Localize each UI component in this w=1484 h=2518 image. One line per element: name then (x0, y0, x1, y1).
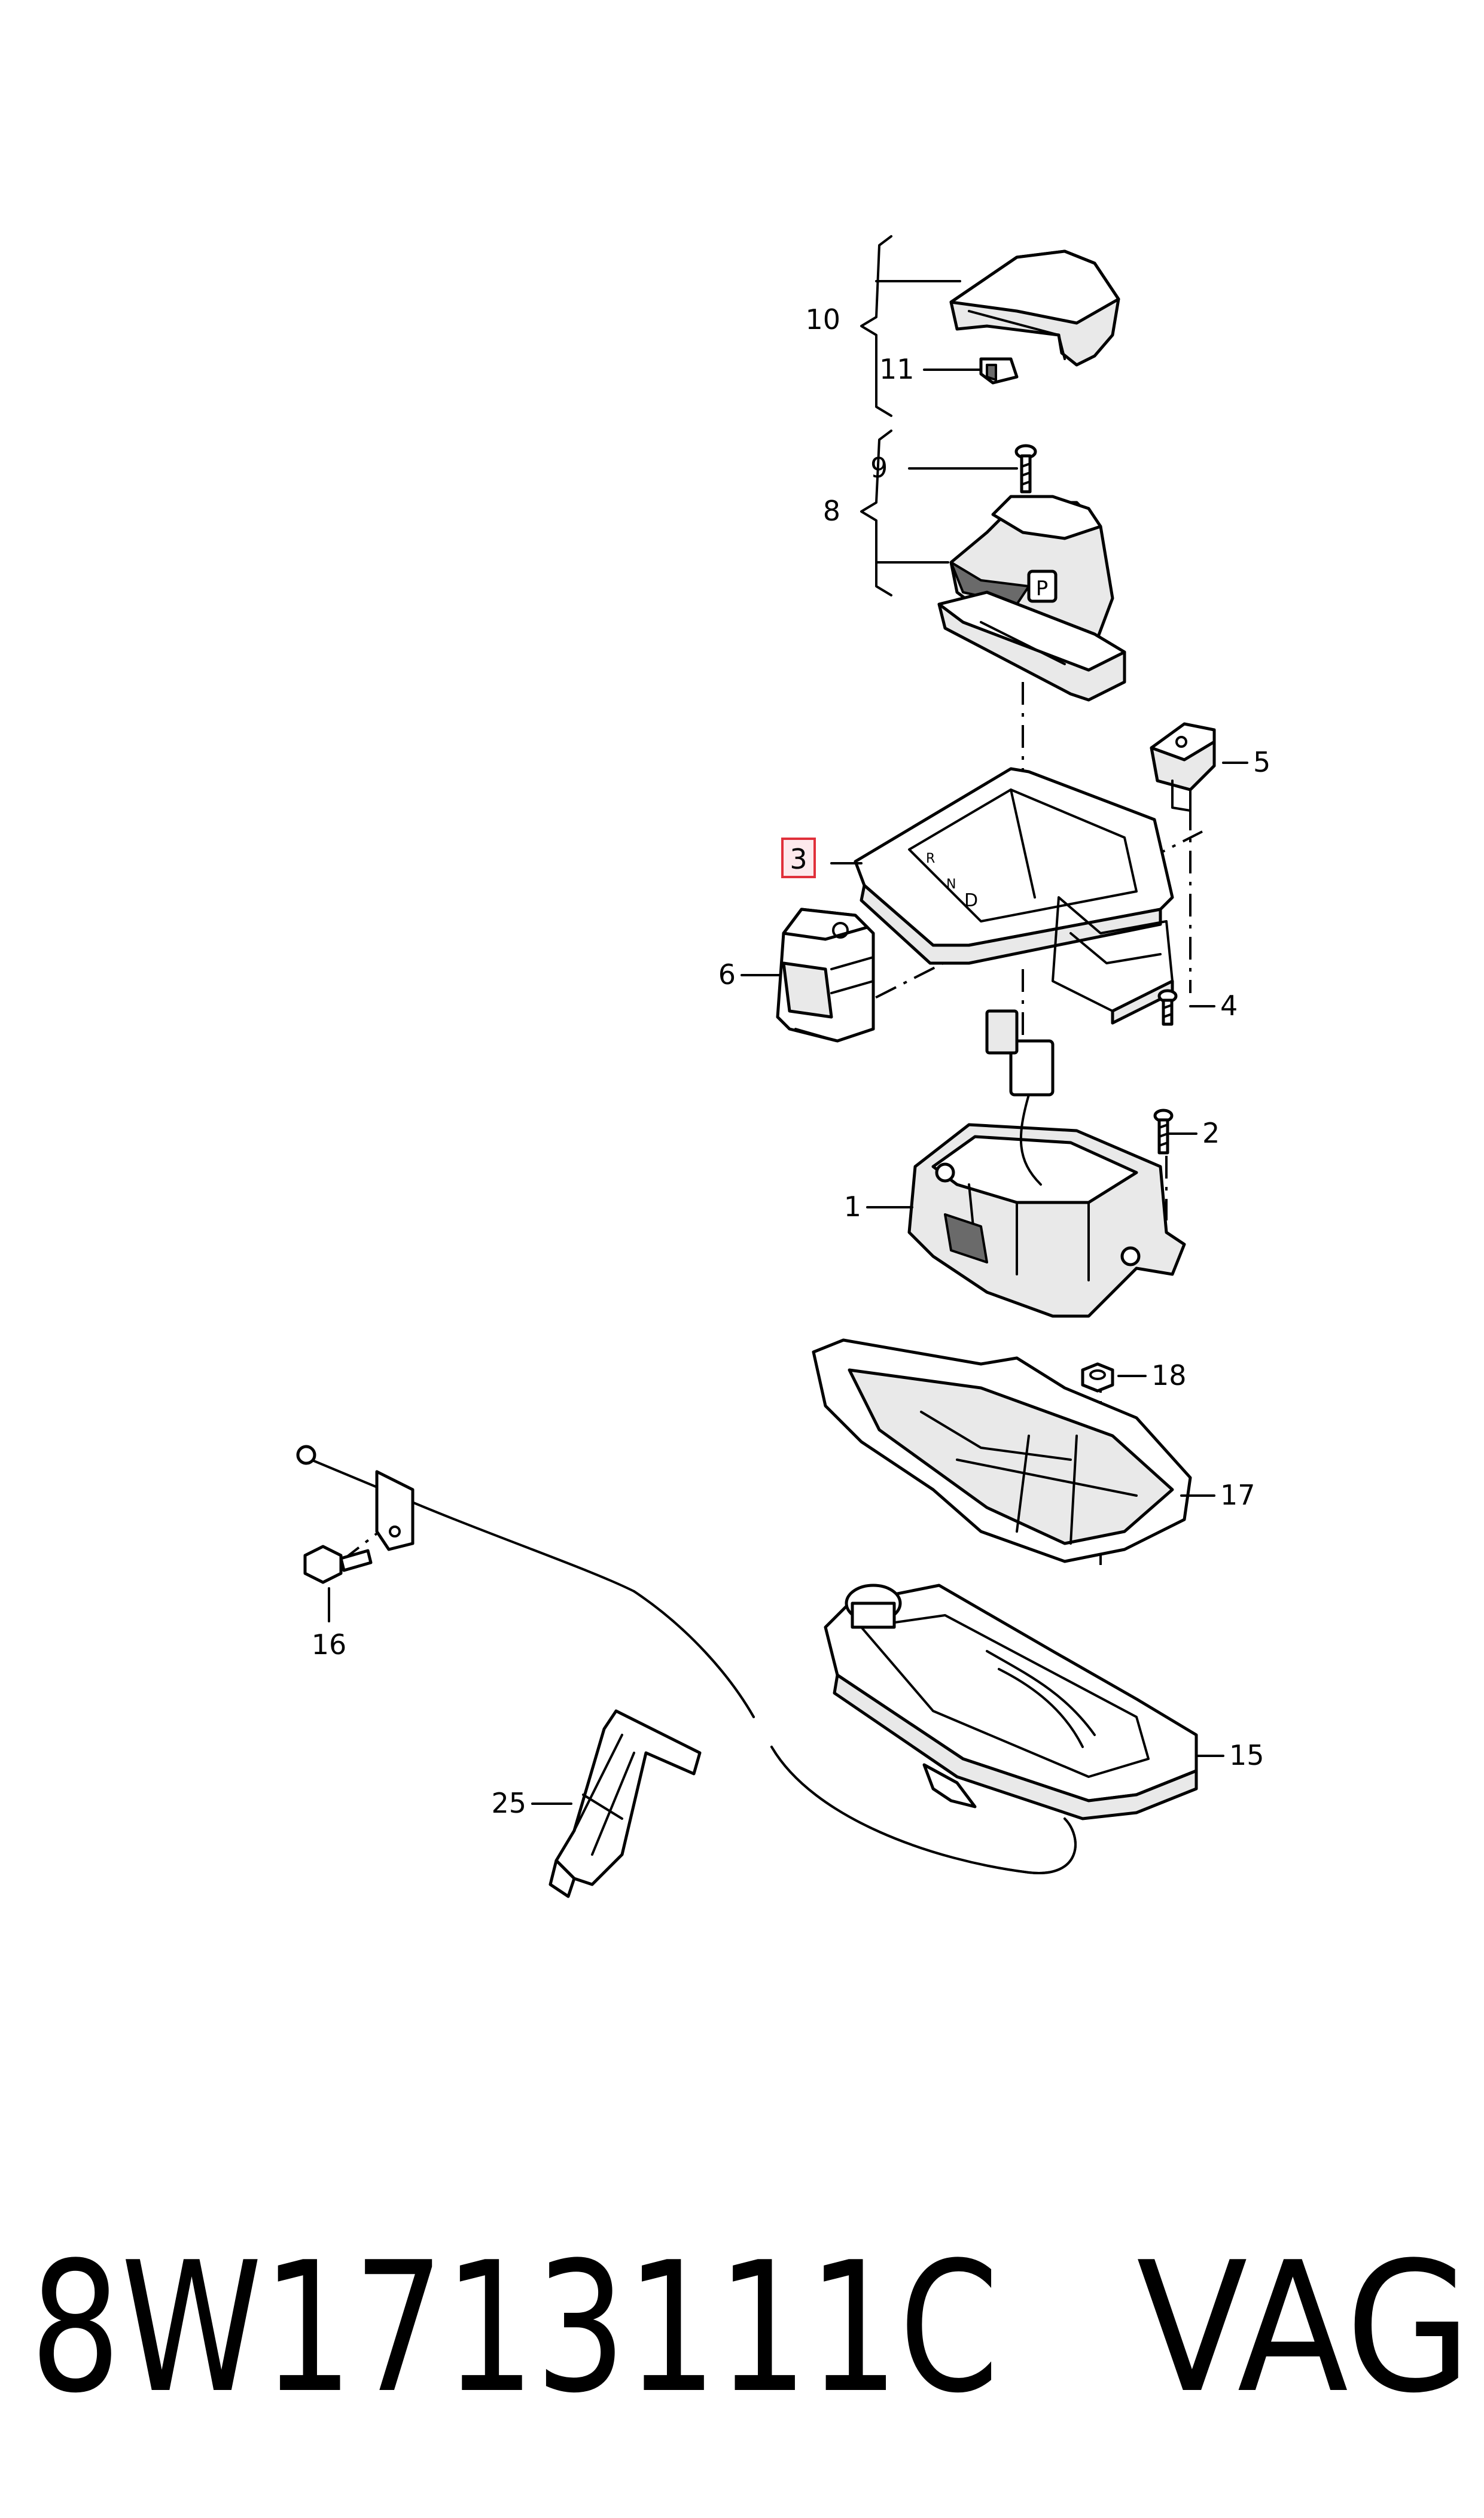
footer: 8W1713111C VAG (30, 2224, 1471, 2432)
leader-lines (328, 280, 1248, 1805)
part-knob-cover (949, 249, 1120, 367)
callout-10: 10 (805, 303, 840, 336)
callout-labels: 10 11 9 8 5 3 6 4 2 1 18 17 15 16 25 (312, 303, 1271, 1819)
part-control-module (776, 908, 875, 1043)
callout-6: 6 (718, 958, 736, 991)
callout-3-highlight (781, 838, 816, 878)
part-nut (1081, 1362, 1114, 1393)
part-screw-4 (1157, 989, 1178, 1026)
part-number-label: 8W1713111C (30, 2224, 999, 2432)
group-brackets (860, 235, 892, 596)
callout-18: 18 (1151, 1359, 1187, 1392)
gear-indicator-n: N (946, 877, 956, 892)
brand-label: VAG (1136, 2224, 1471, 2432)
part-bolt-16 (303, 1545, 373, 1584)
callout-15: 15 (1229, 1739, 1264, 1771)
callout-5: 5 (1253, 746, 1270, 778)
gear-indicator-d: D (964, 890, 978, 911)
part-lower-housing (812, 1338, 1192, 1563)
part-trim-panel: R N D (854, 767, 1174, 1025)
callout-3: 3 (790, 843, 807, 875)
gear-indicator-r: R (926, 851, 935, 866)
callout-9: 9 (870, 452, 888, 484)
callout-25: 25 (491, 1787, 526, 1819)
shift-cable (296, 1445, 1077, 1874)
callout-8: 8 (823, 495, 840, 527)
park-button-icon (1027, 570, 1058, 603)
callout-11: 11 (879, 353, 915, 385)
callout-4: 4 (1220, 989, 1238, 1022)
callout-1: 1 (844, 1191, 861, 1223)
part-switch-right (1150, 722, 1216, 812)
part-selector-mechanism (907, 1009, 1186, 1318)
callout-2: 2 (1202, 1117, 1220, 1149)
part-screw-handle (1014, 444, 1037, 494)
callout-16: 16 (312, 1628, 347, 1661)
part-base-housing (824, 1584, 1198, 1820)
part-removal-tool (548, 1709, 702, 1898)
part-selector-handle: P (937, 495, 1126, 702)
part-bolt-2 (1153, 1109, 1174, 1155)
part-clip (979, 357, 1019, 385)
callout-17: 17 (1220, 1479, 1256, 1511)
park-button-symbol: P (1036, 577, 1049, 601)
